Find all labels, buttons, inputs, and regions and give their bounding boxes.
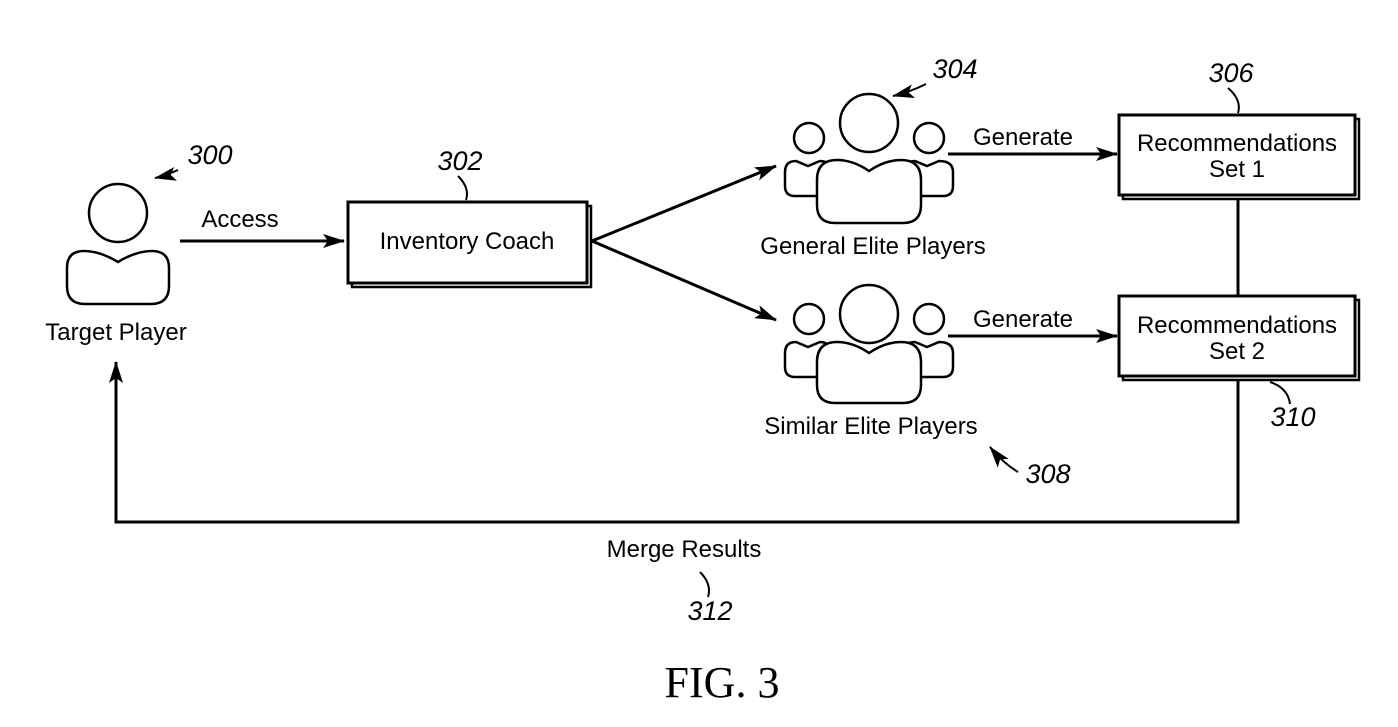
- access-label: Access: [201, 206, 278, 233]
- generate-2-edge: Generate: [948, 306, 1118, 343]
- general-elite-label: General Elite Players: [760, 233, 985, 260]
- rec-set-2-line1: Recommendations: [1137, 312, 1337, 339]
- rec-set-1-line2: Set 1: [1209, 156, 1265, 183]
- ref-300-leader: [154, 167, 179, 181]
- coach-to-general-arrow: [591, 164, 777, 243]
- generate-2-label: Generate: [973, 306, 1073, 333]
- ref-310: 310: [1270, 402, 1315, 432]
- ref-304-leader: [892, 83, 927, 99]
- merge-edge: Merge Results 312: [109, 361, 1240, 626]
- rec-set-2-line2: Set 2: [1209, 338, 1265, 365]
- people-group-icon: [783, 92, 955, 225]
- inventory-coach-node: Inventory Coach 302: [346, 146, 593, 289]
- target-player-label: Target Player: [45, 319, 186, 346]
- coach-to-similar-arrow: [591, 239, 777, 322]
- ref-300: 300: [187, 140, 232, 170]
- ref-302: 302: [437, 146, 482, 176]
- people-group-icon: [783, 283, 955, 405]
- target-player-node: Target Player 300: [45, 140, 232, 346]
- merge-label: Merge Results: [607, 536, 762, 563]
- rec-set-1-shadow: [1121, 117, 1361, 201]
- rec-set-1-line1: Recommendations: [1137, 130, 1337, 157]
- generate-1-label: Generate: [973, 124, 1073, 151]
- merge-arrow: [109, 361, 1240, 524]
- ref-310-leader: [1269, 381, 1291, 405]
- ref-304: 304: [932, 54, 977, 84]
- ref-302-leader: [457, 175, 468, 201]
- generate-1-edge: Generate: [948, 124, 1118, 161]
- rec-set-2-shadow: [1121, 298, 1361, 382]
- ref-306: 306: [1208, 58, 1254, 88]
- rec-set-2-box: [1117, 294, 1357, 378]
- rec-set-2-node: Recommendations Set 2 310: [1117, 294, 1361, 432]
- person-icon: [65, 182, 171, 306]
- general-elite-node: General Elite Players 304: [760, 54, 985, 260]
- rec-set-1-node: Recommendations Set 1 306: [1117, 58, 1361, 201]
- ref-308: 308: [1025, 459, 1070, 489]
- ref-308-leader: [989, 446, 1019, 473]
- inventory-coach-label: Inventory Coach: [380, 228, 555, 255]
- rec-set-1-box: [1117, 113, 1357, 197]
- similar-elite-label: Similar Elite Players: [764, 413, 977, 440]
- figure-label: FIG. 3: [665, 658, 780, 707]
- ref-306-leader: [1227, 87, 1240, 114]
- access-edge: Access: [180, 206, 345, 248]
- inventory-coach-box: [346, 200, 589, 285]
- similar-elite-node: Similar Elite Players 308: [764, 283, 1071, 489]
- ref-312-leader: [699, 571, 710, 598]
- ref-312: 312: [687, 596, 732, 626]
- inventory-coach-shadow: [350, 204, 593, 289]
